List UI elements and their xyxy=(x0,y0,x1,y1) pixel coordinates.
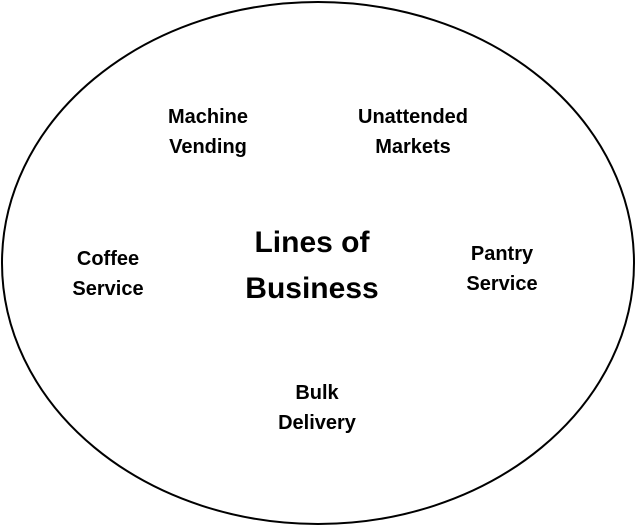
item-bulk-delivery: Bulk Delivery xyxy=(262,378,372,438)
item-line: Pantry xyxy=(470,243,534,265)
item-line: Markets xyxy=(375,136,451,158)
item-line: Delivery xyxy=(278,412,356,434)
item-line: Machine xyxy=(167,106,249,128)
item-machine-vending: Machine Vending xyxy=(148,102,268,162)
center-line: Business xyxy=(245,272,379,305)
item-line: Unattended xyxy=(358,106,468,128)
item-coffee-service: Coffee Service xyxy=(58,244,158,304)
item-pantry-service: Pantry Service xyxy=(452,239,552,299)
item-line: Service xyxy=(72,278,144,300)
center-line: Lines of xyxy=(254,226,370,259)
item-line: Coffee xyxy=(76,248,140,270)
item-line: Service xyxy=(466,273,538,295)
item-unattended-markets: Unattended Markets xyxy=(343,102,483,162)
item-line: Bulk xyxy=(295,382,339,404)
center-title: Lines of Business xyxy=(232,220,392,312)
item-line: Vending xyxy=(169,136,247,158)
